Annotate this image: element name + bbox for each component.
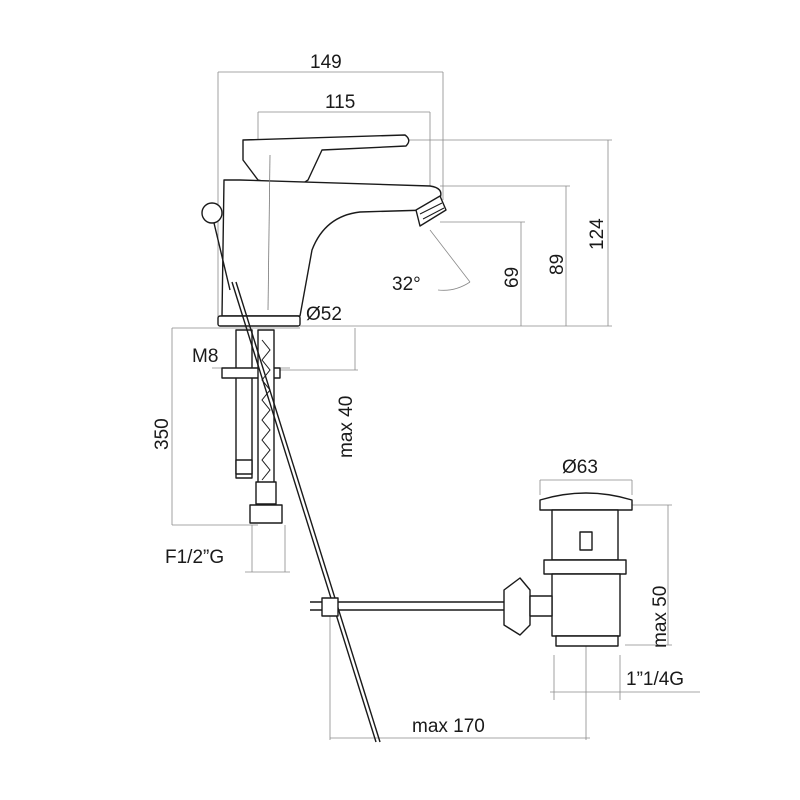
label-lever-angle: 32° (392, 274, 421, 295)
label-max-deck-thickness: max 40 (336, 396, 357, 458)
label-waste-max-thickness: max 50 (650, 586, 671, 648)
waste-assembly (503, 492, 633, 647)
label-pull-rod-max: max 170 (412, 716, 485, 737)
faucet-body (201, 134, 447, 327)
label-hose-connection: F1/2”G (165, 547, 224, 568)
label-spout-height: 69 (502, 267, 523, 288)
label-waste-diameter: Ø63 (562, 457, 598, 478)
dimension-labels: 149 115 124 89 69 32° Ø52 M8 350 max 40 … (152, 52, 684, 737)
label-hose-length: 350 (152, 418, 173, 450)
label-waste-thread: 1”1/4G (626, 669, 684, 690)
label-base-diameter: Ø52 (306, 304, 342, 325)
label-total-height: 124 (587, 218, 608, 250)
label-lever-height: 89 (547, 254, 568, 275)
dimension-lines (171, 71, 700, 740)
fixing-assembly (221, 329, 283, 524)
pull-rod (231, 281, 530, 743)
label-spout-reach: 115 (325, 92, 355, 113)
label-fixing-rod: M8 (192, 346, 218, 367)
label-overall-length: 149 (310, 52, 342, 73)
